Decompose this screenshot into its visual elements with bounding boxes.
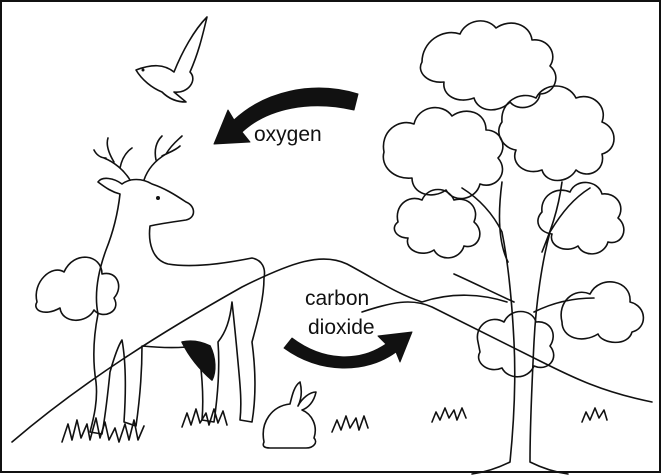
bird-icon	[136, 17, 207, 102]
deer-antler-left	[94, 138, 132, 180]
tree-canopy-lower-right	[538, 182, 624, 253]
oxygen-label: oxygen	[254, 124, 322, 145]
rabbit-icon	[263, 382, 316, 448]
tree-canopy-left	[383, 108, 503, 199]
deer-antler-right	[144, 136, 182, 180]
bush-left	[36, 257, 119, 320]
tree-canopy-top	[420, 21, 555, 110]
deer-dark-patch	[182, 341, 215, 380]
dioxide-label: dioxide	[308, 317, 375, 338]
hill-back	[12, 259, 507, 442]
tree-canopy-right	[499, 86, 614, 181]
bush-right	[561, 282, 643, 343]
grass-mid	[182, 409, 368, 432]
tree-canopy-base	[477, 312, 553, 377]
tree-canopy-lower	[394, 190, 479, 258]
grass-right	[432, 408, 607, 422]
carbon-label: carbon	[305, 288, 369, 309]
